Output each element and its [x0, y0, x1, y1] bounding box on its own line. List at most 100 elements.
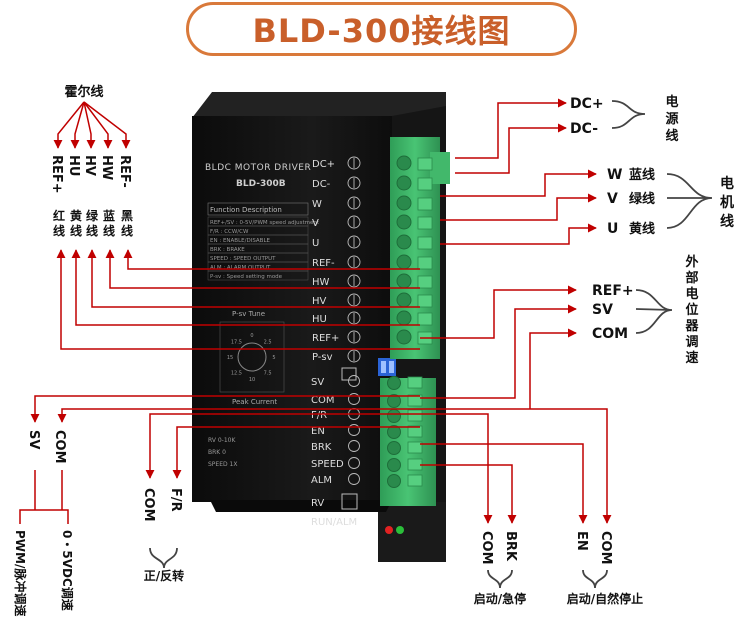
pot-label-com: COM [592, 326, 628, 342]
svg-text:黄: 黄 [70, 208, 82, 223]
wire-network [19, 98, 612, 524]
terminal-screw-icon[interactable] [387, 474, 401, 488]
dial-tick-label: 0 [250, 333, 253, 339]
terminal-slot[interactable] [407, 409, 423, 422]
terminal-slot[interactable] [417, 197, 433, 211]
terminal-screw-icon[interactable] [396, 310, 412, 326]
model-name: BLD-300B [236, 179, 286, 189]
svg-text:电: 电 [665, 94, 678, 110]
terminal-slot[interactable] [407, 441, 423, 454]
rv-potentiometer-icon[interactable] [341, 493, 358, 510]
terminal-slot[interactable] [417, 216, 433, 230]
terminal-label-w: W [312, 199, 322, 210]
dial-tick-label: 17.5 [231, 339, 242, 345]
terminal-slot[interactable] [407, 458, 423, 471]
svg-text:部: 部 [685, 270, 698, 286]
setting-row: SPEED 1X [208, 461, 237, 468]
pwm-speed-label: PWM/脉冲调速 [13, 530, 28, 616]
svg-text:外: 外 [684, 254, 698, 270]
terminal-slot[interactable] [417, 312, 433, 326]
current-dial[interactable] [237, 342, 267, 372]
motor-phase-w: W [607, 167, 622, 183]
svg-text:调: 调 [685, 335, 698, 350]
svg-text:电: 电 [685, 286, 698, 302]
screw-icon [347, 349, 361, 363]
brake-bracket [487, 569, 513, 589]
pot-label-ref-plus: REF+ [592, 283, 634, 299]
screw-icon [347, 196, 361, 210]
terminal-label-ref: REF- [312, 258, 335, 269]
dir-fr-label: F/R [168, 488, 183, 512]
svg-text:线: 线 [103, 223, 115, 238]
terminal-slot[interactable] [407, 376, 423, 389]
terminal-screw-icon[interactable] [396, 292, 412, 308]
speed-com-label: COM [52, 430, 67, 464]
terminal-slot[interactable] [417, 275, 433, 289]
wire-ref-plus [56, 249, 420, 350]
terminal-screw-icon[interactable] [396, 254, 412, 270]
screw-icon [348, 440, 360, 452]
terminal-label-ref-plus: REF+ [312, 333, 339, 344]
terminal-slot[interactable] [407, 394, 423, 407]
wire-pot-ref [420, 285, 577, 339]
terminal-screw-icon[interactable] [387, 458, 401, 472]
svg-text:源: 源 [665, 111, 678, 127]
hall-signal-hu: HU [66, 155, 81, 176]
svg-text:线: 线 [121, 223, 133, 238]
wire-hw [105, 249, 420, 289]
terminal-label-brk: BRK [311, 442, 332, 453]
terminal-label-com: COM [311, 395, 334, 406]
screw-icon [347, 255, 361, 269]
terminal-label-alm: ALM [311, 475, 332, 486]
svg-text:机: 机 [720, 194, 734, 211]
wire-sv [30, 395, 420, 423]
terminal-screw-icon[interactable] [396, 175, 412, 191]
terminal-slot[interactable] [417, 236, 433, 250]
speed-sv-label: SV [26, 430, 41, 449]
screw-icon [347, 274, 361, 288]
screw-icon [348, 424, 360, 436]
psv-switch-icon[interactable] [341, 367, 357, 381]
terminal-screw-icon[interactable] [387, 376, 401, 390]
svg-text:线: 线 [720, 213, 734, 230]
hall-color-label: 黑线 [121, 209, 133, 238]
brake-com-label: COM [479, 531, 494, 565]
brake-caption: 启动/急停 [474, 591, 526, 606]
terminal-screw-icon[interactable] [387, 425, 401, 439]
terminal-slot[interactable] [417, 294, 433, 308]
power-bracket [611, 100, 646, 129]
terminal-label-v: V [312, 218, 319, 229]
hall-signal-ref-plus: REF+ [49, 155, 64, 194]
terminal-screw-icon[interactable] [396, 195, 412, 211]
function-row: BRK : BRAKE [210, 247, 245, 253]
terminal-screw-icon[interactable] [396, 234, 412, 250]
function-row: REF+/SV : 0-5V/PWM speed adjustment [210, 220, 320, 226]
terminal-screw-icon[interactable] [396, 214, 412, 230]
setting-row: BRK 0 [208, 449, 226, 456]
terminal-screw-icon[interactable] [396, 155, 412, 171]
terminal-label-hu: HU [312, 314, 327, 325]
wire-ref-minus [123, 249, 420, 270]
terminal-slot[interactable] [417, 157, 433, 171]
page-title: BLD-300接线图 [252, 12, 511, 50]
svg-text:位: 位 [685, 302, 698, 318]
terminal-slot[interactable] [417, 256, 433, 270]
wire-hv [87, 249, 420, 308]
terminal-slot[interactable] [417, 177, 433, 191]
title-banner: BLD-300接线图 [186, 2, 577, 56]
terminal-screw-icon[interactable] [387, 409, 401, 423]
terminal-slot[interactable] [407, 474, 423, 487]
terminal-screw-icon[interactable] [396, 273, 412, 289]
wire-fr [172, 426, 420, 479]
terminal-screw-icon[interactable] [387, 441, 401, 455]
terminal-screw-icon[interactable] [396, 329, 412, 345]
terminal-screw-icon[interactable] [387, 394, 401, 408]
alarm-led [385, 526, 393, 534]
hall-color-label: 黄线 [70, 208, 82, 238]
terminal-slot[interactable] [407, 425, 423, 438]
screw-icon [348, 393, 360, 405]
